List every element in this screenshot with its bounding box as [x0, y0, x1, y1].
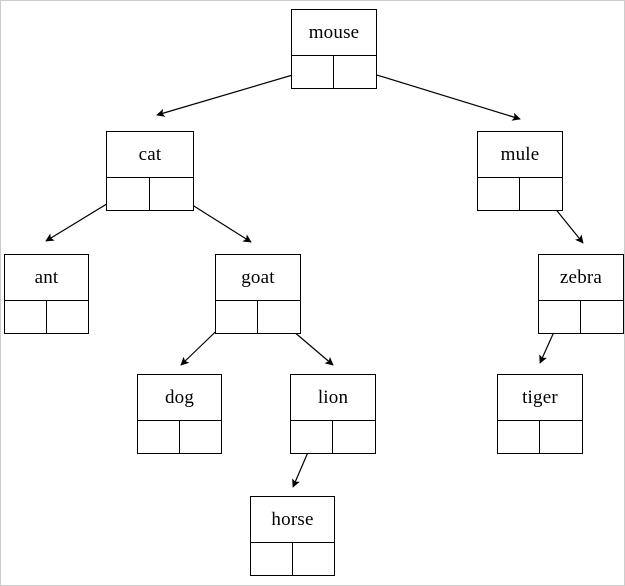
tree-node-pointer-row: [291, 421, 375, 453]
right-pointer-cell: [540, 421, 582, 453]
tree-node-label: ant: [5, 255, 88, 301]
right-pointer-cell: [520, 178, 562, 210]
tree-node-pointer-row: [107, 178, 193, 210]
tree-node-label: dog: [138, 375, 221, 421]
tree-node-pointer-row: [138, 421, 221, 453]
tree-edge-mouse-to-mule: [353, 67, 521, 121]
tree-node-pointer-row: [539, 301, 623, 333]
left-pointer-cell: [291, 421, 333, 453]
tree-node-label: mule: [478, 132, 562, 178]
right-pointer-cell: [334, 56, 376, 88]
tree-node-label: cat: [107, 132, 193, 178]
tree-node-pointer-row: [216, 301, 300, 333]
right-pointer-cell: [581, 301, 623, 333]
left-pointer-cell: [138, 421, 180, 453]
left-pointer-cell: [216, 301, 258, 333]
left-pointer-cell: [498, 421, 540, 453]
left-pointer-cell: [5, 301, 47, 333]
left-pointer-cell: [107, 178, 150, 210]
tree-node-pointer-row: [478, 178, 562, 210]
tree-node-lion[interactable]: lion: [290, 374, 376, 454]
tree-node-label: lion: [291, 375, 375, 421]
tree-node-goat[interactable]: goat: [215, 254, 301, 334]
right-pointer-cell: [293, 543, 335, 575]
tree-node-horse[interactable]: horse: [250, 496, 335, 576]
tree-node-pointer-row: [292, 56, 376, 88]
tree-node-label: mouse: [292, 10, 376, 56]
tree-node-ant[interactable]: ant: [4, 254, 89, 334]
tree-node-pointer-row: [5, 301, 88, 333]
tree-node-mouse[interactable]: mouse: [291, 9, 377, 89]
tree-edge-mouse-to-cat: [156, 68, 314, 117]
right-pointer-cell: [47, 301, 89, 333]
tree-node-cat[interactable]: cat: [106, 131, 194, 211]
tree-node-label: goat: [216, 255, 300, 301]
tree-node-pointer-row: [251, 543, 334, 575]
left-pointer-cell: [539, 301, 581, 333]
tree-node-mule[interactable]: mule: [477, 131, 563, 211]
left-pointer-cell: [292, 56, 334, 88]
tree-node-label: zebra: [539, 255, 623, 301]
left-pointer-cell: [251, 543, 293, 575]
tree-node-zebra[interactable]: zebra: [538, 254, 624, 334]
right-pointer-cell: [180, 421, 222, 453]
right-pointer-cell: [333, 421, 375, 453]
tree-node-tiger[interactable]: tiger: [497, 374, 583, 454]
tree-node-pointer-row: [498, 421, 582, 453]
tree-node-dog[interactable]: dog: [137, 374, 222, 454]
right-pointer-cell: [150, 178, 193, 210]
right-pointer-cell: [258, 301, 300, 333]
tree-node-label: horse: [251, 497, 334, 543]
left-pointer-cell: [478, 178, 520, 210]
tree-node-label: tiger: [498, 375, 582, 421]
